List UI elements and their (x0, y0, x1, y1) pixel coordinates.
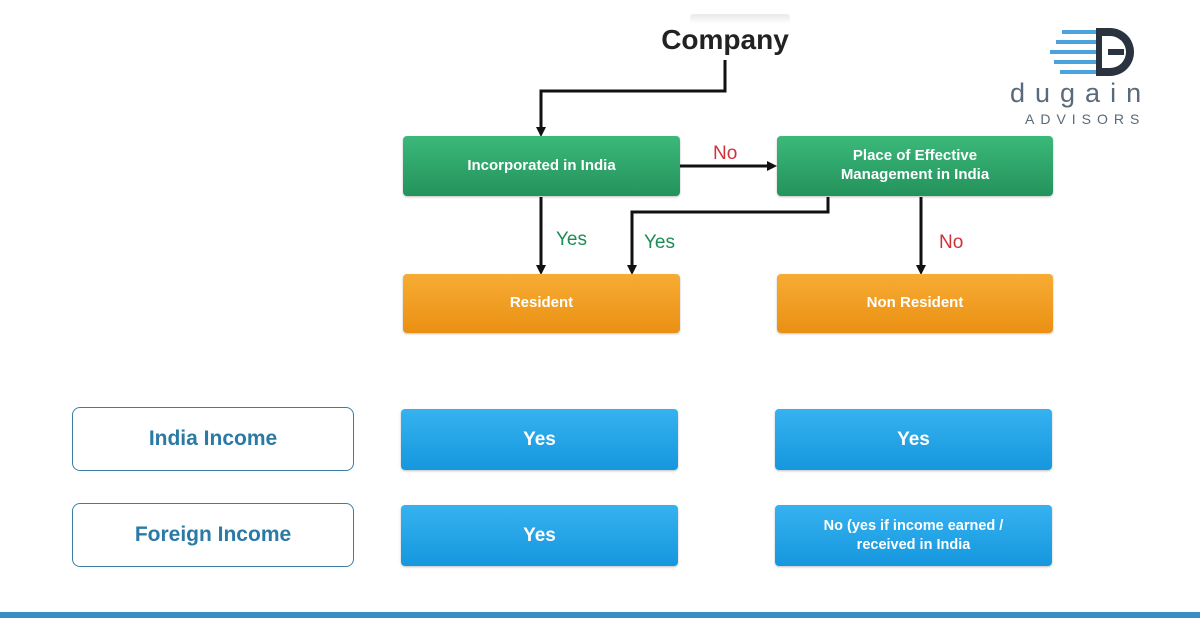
row-label-india-income: India Income (72, 407, 354, 471)
dugain-logo-icon (1050, 28, 1134, 76)
edge-label-inc-to-poem: No (713, 143, 738, 164)
edge-label-poem-to-resident: Yes (644, 232, 675, 253)
node-resident: Resident (403, 274, 680, 333)
logo-subtitle: ADVISORS (1025, 111, 1146, 127)
edge-label-inc-to-resident: Yes (556, 229, 587, 250)
node-non-resident: Non Resident (777, 274, 1053, 333)
node-place-of-effective-management: Place of Effective Management in India (777, 136, 1053, 196)
row-label-foreign-income-text: Foreign Income (134, 523, 292, 546)
node-non-resident-label: Non Resident (866, 294, 964, 312)
cell-foreign-income-resident-text: Yes (523, 524, 556, 546)
node-incorporated-label: Incorporated in India (467, 156, 616, 174)
arrow-company-to-incorporated (536, 60, 727, 137)
cell-india-income-resident-text: Yes (523, 428, 556, 450)
logo-name: dugain (1010, 78, 1152, 108)
row-label-foreign-income: Foreign Income (72, 503, 354, 567)
row-label-india-income-text: India Income (148, 427, 278, 450)
edge-label-poem-to-nonresident: No (939, 232, 964, 253)
arrow-poem-to-resident (627, 197, 830, 275)
cell-india-income-non-resident-text: Yes (897, 428, 930, 450)
cell-india-income-non-resident: Yes (775, 409, 1052, 470)
node-incorporated-in-india: Incorporated in India (403, 136, 680, 196)
cell-foreign-income-non-resident-text: No (yes if income earned / received in I… (823, 518, 1004, 553)
cell-foreign-income-resident: Yes (401, 505, 678, 566)
node-resident-label: Resident (509, 294, 574, 312)
bottom-bar (0, 612, 1200, 618)
node-poem-label: Place of Effective Management in India (840, 147, 990, 183)
cell-foreign-income-non-resident: No (yes if income earned / received in I… (775, 505, 1052, 566)
diagram-title: Company (661, 24, 789, 55)
cell-india-income-resident: Yes (401, 409, 678, 470)
top-shadow (690, 14, 790, 24)
